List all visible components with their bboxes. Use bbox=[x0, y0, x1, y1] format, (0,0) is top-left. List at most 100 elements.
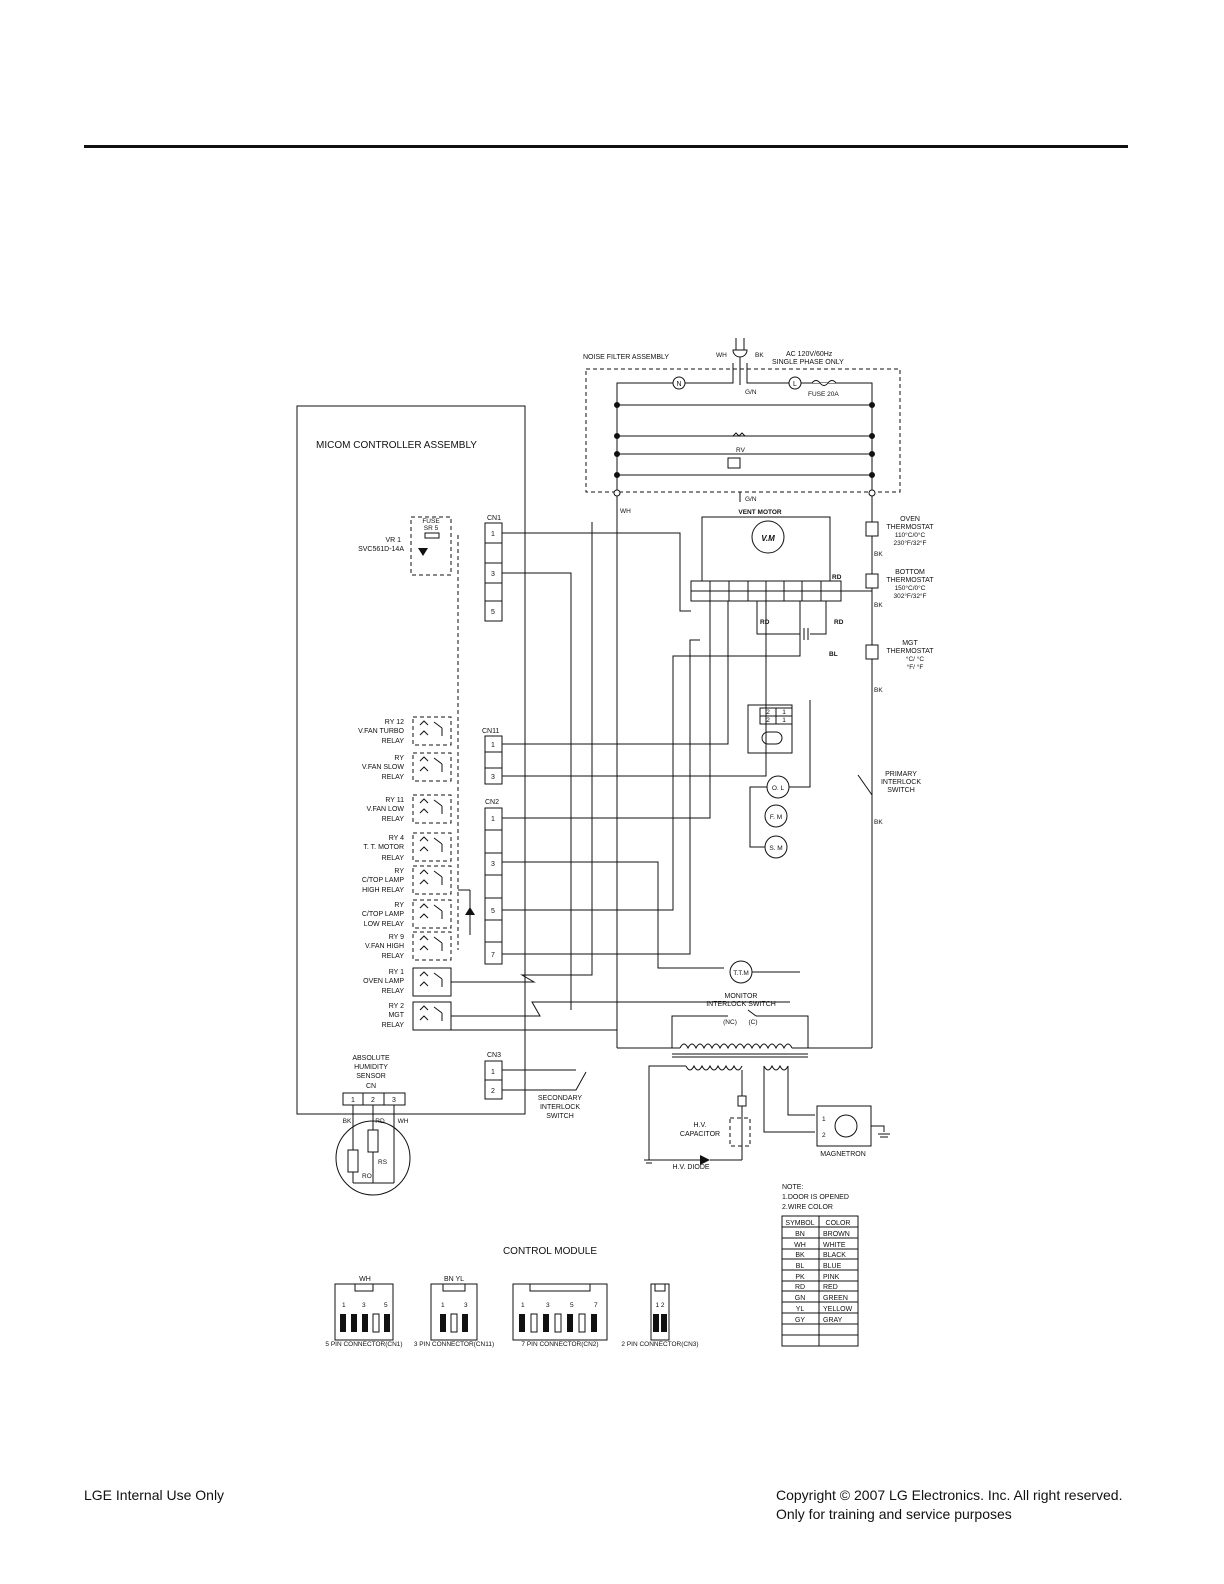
relay-box bbox=[412, 865, 452, 895]
hv-wiring bbox=[648, 1065, 815, 1161]
secondary-switch: SWITCH bbox=[546, 1113, 574, 1120]
table-cell: BLACK bbox=[823, 1252, 846, 1259]
pin-icon bbox=[384, 1314, 390, 1332]
hv-fuse-icon bbox=[737, 1095, 747, 1107]
cn11-pin: 3 bbox=[491, 774, 495, 781]
vr1-label: VR 1 bbox=[385, 537, 401, 544]
relay-label: OVEN LAMP bbox=[363, 978, 404, 985]
connector-latch bbox=[654, 1283, 666, 1292]
cn11-label: CN11 bbox=[482, 728, 499, 735]
resistor-label: RO bbox=[362, 1173, 372, 1180]
cn2-pin: 3 bbox=[491, 861, 495, 868]
relay-box bbox=[412, 931, 452, 961]
cn1-pin: 3 bbox=[491, 571, 495, 578]
relay-label: RELAY bbox=[382, 953, 405, 960]
primary-switch: INTERLOCK bbox=[881, 779, 921, 786]
connector-pin: 1 2 bbox=[655, 1302, 664, 1309]
pin-icon bbox=[591, 1314, 597, 1332]
relay-box bbox=[412, 967, 452, 997]
gn-label: G/N bbox=[745, 389, 757, 396]
secondary-switch: SECONDARY bbox=[538, 1095, 583, 1102]
motor-pin: 2 bbox=[766, 717, 770, 724]
relay-label: C/TOP LAMP bbox=[362, 911, 404, 918]
micom-controller-box bbox=[296, 405, 526, 1115]
mgt-thermostat: °C/ °C bbox=[906, 655, 925, 663]
motor-block bbox=[747, 704, 793, 754]
gn-label: G/N bbox=[745, 496, 757, 503]
pin-icon bbox=[530, 1313, 538, 1333]
relay-label: RELAY bbox=[382, 774, 405, 781]
vent-wiring bbox=[756, 590, 872, 640]
relay-label: RELAY bbox=[382, 855, 405, 862]
relay-label: RELAY bbox=[382, 816, 405, 823]
table-cell: WHITE bbox=[823, 1242, 846, 1249]
pin-icon bbox=[554, 1313, 562, 1333]
table-cell: PK bbox=[795, 1274, 805, 1281]
terminal-dividers bbox=[691, 581, 841, 601]
connector-cn11: BN YL 1 3 3 PIN CONNECTOR(CN11) bbox=[414, 1276, 494, 1348]
cn2-label: CN2 bbox=[485, 799, 499, 806]
footer-copyright: Copyright © 2007 LG Electronics. Inc. Al… bbox=[776, 1486, 1122, 1524]
pin-icon bbox=[661, 1314, 667, 1332]
table-cell: BLUE bbox=[823, 1263, 842, 1270]
humidity-connector bbox=[342, 1092, 406, 1106]
plug-wire: BK bbox=[755, 352, 764, 359]
relay-label: V.FAN SLOW bbox=[362, 764, 405, 771]
resistor-rs-icon bbox=[367, 1129, 379, 1153]
primary-switch: SWITCH bbox=[887, 787, 915, 794]
connector-cn2: 1 3 5 7 7 PIN CONNECTOR(CN2) bbox=[512, 1283, 608, 1348]
connector-latch bbox=[529, 1283, 591, 1292]
pin-icon bbox=[351, 1314, 357, 1332]
table-header: SYMBOL bbox=[785, 1220, 814, 1227]
connector-cn1: WH 1 3 5 5 PIN CONNECTOR(CN1) bbox=[325, 1276, 402, 1348]
hv-capacitor: CAPACITOR bbox=[680, 1131, 720, 1138]
cn1-pin: 5 bbox=[491, 609, 495, 616]
relay-label: RY 1 bbox=[389, 969, 404, 976]
footer-internal-use: LGE Internal Use Only bbox=[84, 1487, 225, 1503]
cn2-pin: 5 bbox=[491, 908, 495, 915]
resistor-ro-icon bbox=[347, 1149, 359, 1173]
fan-motor-icon bbox=[764, 804, 788, 828]
connector-caption: 7 PIN CONNECTOR(CN2) bbox=[521, 1341, 598, 1348]
node-l-icon bbox=[788, 376, 802, 390]
terminal-icon bbox=[613, 489, 621, 497]
connector-latch bbox=[442, 1283, 466, 1292]
note: NOTE: bbox=[782, 1184, 803, 1191]
wire-color: BK bbox=[343, 1118, 352, 1125]
wire-bk: BK bbox=[874, 819, 883, 826]
bottom-thermostat: 150°C/0°C bbox=[895, 584, 926, 592]
mag-pin: 1 bbox=[822, 1116, 826, 1123]
connector-pin: 3 bbox=[362, 1302, 366, 1309]
oven-thermostat: 230°F/32°F bbox=[893, 539, 926, 547]
vm-label: V.M bbox=[761, 534, 775, 543]
connector-cn3: 1 2 2 PIN CONNECTOR(CN3) bbox=[621, 1283, 699, 1348]
micom-title: MICOM CONTROLLER ASSEMBLY bbox=[316, 440, 477, 451]
ground-icon bbox=[871, 1125, 890, 1138]
power-plug-icon bbox=[732, 349, 748, 358]
training-line: Only for training and service purposes bbox=[776, 1506, 1012, 1522]
relay-label: RY bbox=[394, 902, 404, 909]
relay-label: RY bbox=[394, 755, 404, 762]
control-module-title: CONTROL MODULE bbox=[503, 1246, 597, 1257]
connector-caption: 2 PIN CONNECTOR(CN3) bbox=[621, 1341, 698, 1348]
wire-bl: BL bbox=[829, 651, 838, 658]
relay-label: HIGH RELAY bbox=[362, 887, 404, 894]
header-rule bbox=[84, 145, 1128, 148]
relay-box bbox=[412, 794, 452, 824]
relay-label: RY 2 bbox=[389, 1003, 404, 1010]
connector-caption: 3 PIN CONNECTOR(CN11) bbox=[414, 1341, 494, 1348]
pin-icon bbox=[440, 1314, 446, 1332]
mag-pin: 2 bbox=[822, 1132, 826, 1139]
relay-box bbox=[412, 716, 452, 746]
monitor-switch: INTERLOCK SWITCH bbox=[706, 1001, 776, 1008]
wire-rd: RD bbox=[760, 619, 770, 626]
connector-caption: 5 PIN CONNECTOR(CN1) bbox=[325, 1341, 402, 1348]
pin-icon bbox=[462, 1314, 468, 1332]
filter-lines bbox=[614, 402, 875, 478]
thermostat-icons bbox=[865, 521, 879, 660]
connector-latch bbox=[354, 1283, 374, 1292]
node-l: L bbox=[793, 381, 797, 388]
color-table-rows bbox=[782, 1226, 858, 1336]
rv-label: RV bbox=[736, 447, 746, 454]
sm-label: S. M bbox=[769, 845, 782, 852]
